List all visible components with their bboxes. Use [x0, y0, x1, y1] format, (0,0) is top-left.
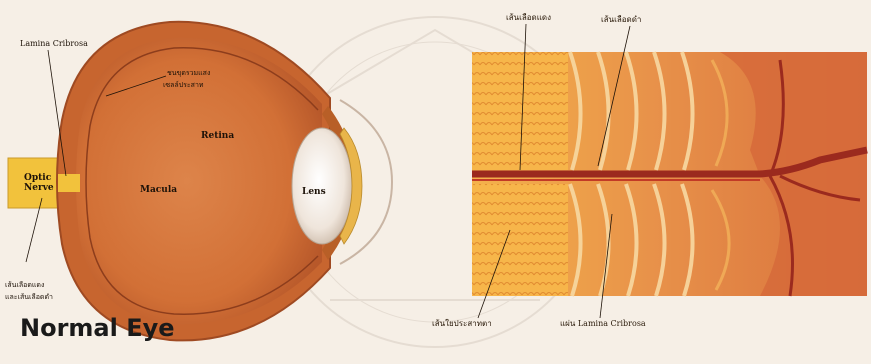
label-macula: Macula	[140, 186, 177, 195]
lens-shape	[292, 128, 352, 244]
label-artery: เส้นเลือดแดง	[506, 14, 551, 22]
label-retina: Retina	[201, 132, 234, 141]
label-vessels-1: เส้นเลือดแดง	[5, 282, 44, 289]
label-vessels-2: และเส้นเลือดดำ	[5, 294, 53, 301]
figure-title: Normal Eye	[20, 316, 175, 340]
label-lens: Lens	[302, 188, 326, 197]
label-nerve-fibers: เส้นใยประสาทตา	[432, 320, 492, 328]
label-retina-layer-2: เซลล์ประสาท	[163, 82, 204, 89]
label-lamina-plate: แผ่น Lamina Cribrosa	[560, 320, 646, 328]
label-retina-layer-1: ชนขุดรวมแสง	[167, 70, 210, 77]
closeup-panel	[472, 24, 867, 318]
label-optic-nerve: Optic Nerve	[24, 174, 64, 194]
label-vein: เส้นเลือดดำ	[601, 16, 641, 24]
label-lamina-cribrosa: Lamina Cribrosa	[20, 40, 88, 48]
